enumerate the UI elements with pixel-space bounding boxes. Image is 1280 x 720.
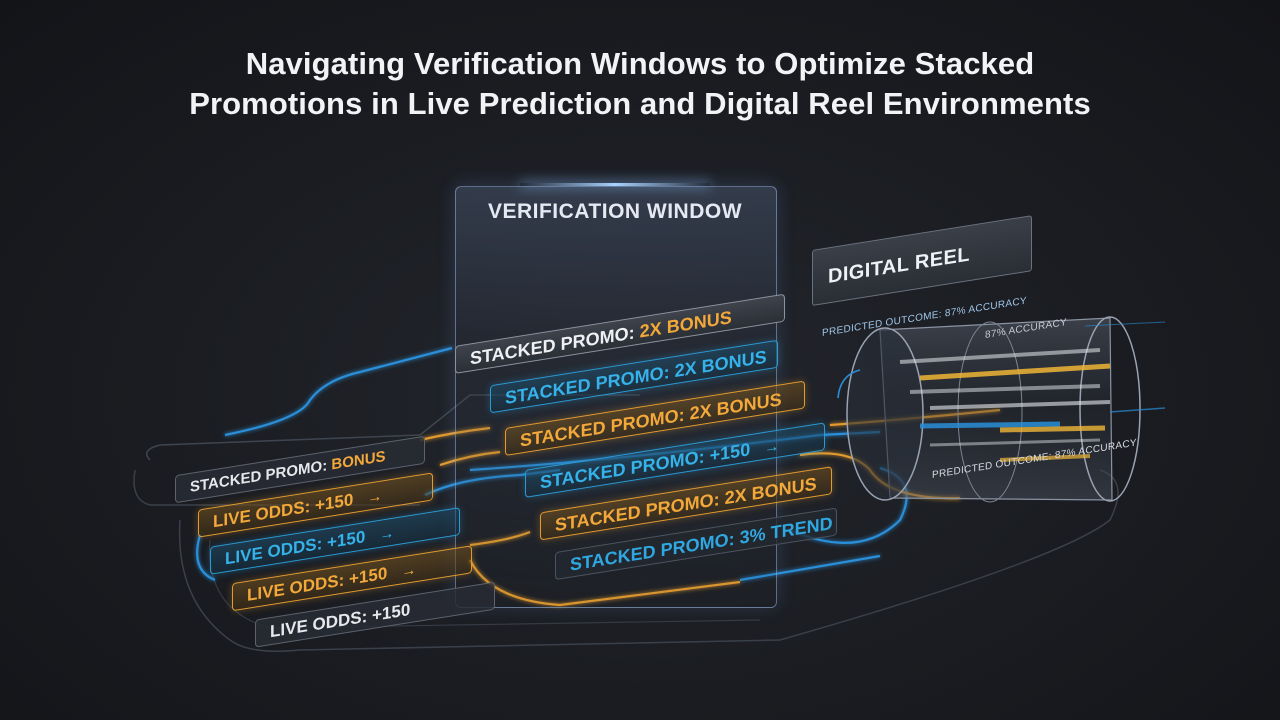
verification-window-glow	[520, 183, 710, 186]
arrow-right-icon: →	[379, 524, 395, 544]
reel-cylinder	[846, 316, 1141, 503]
page-title: Navigating Verification Windows to Optim…	[0, 44, 1280, 124]
title-line-2: Promotions in Live Prediction and Digita…	[189, 86, 1091, 121]
arrow-right-icon: →	[401, 561, 417, 581]
title-line-1: Navigating Verification Windows to Optim…	[245, 46, 1035, 81]
arrow-right-icon: →	[367, 487, 383, 507]
verification-window-label: VERIFICATION WINDOW	[487, 200, 743, 223]
reel-arrow-icon	[837, 369, 861, 399]
arrow-right-icon: →	[764, 437, 780, 457]
left-tile-1-accent: BONUS	[331, 447, 386, 474]
